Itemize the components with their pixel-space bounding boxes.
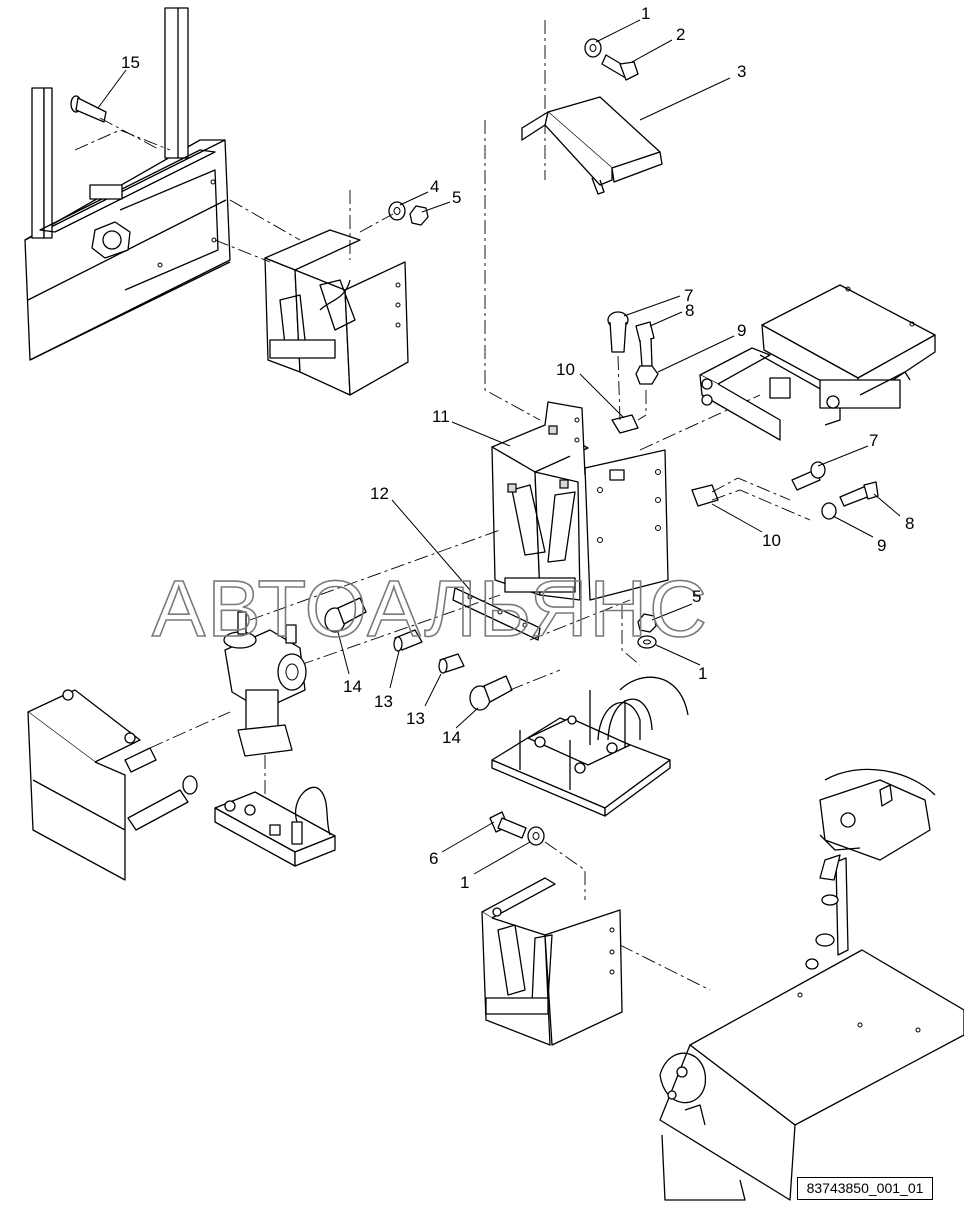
callout-label: 9 bbox=[737, 321, 746, 340]
callout-label: 9 bbox=[877, 536, 886, 555]
callout-label: 12 bbox=[370, 484, 389, 503]
washer-1-top bbox=[584, 38, 602, 58]
seat-support-column bbox=[805, 768, 936, 970]
upper-frame-assembly bbox=[24, 7, 231, 361]
callout-label: 2 bbox=[676, 25, 685, 44]
washer-9-right bbox=[821, 502, 837, 520]
plate-12 bbox=[452, 587, 541, 641]
drawing-reference-number: 83743850_001_01 bbox=[797, 1177, 933, 1200]
callout-label: 6 bbox=[429, 849, 438, 868]
bolt-14-upper bbox=[324, 597, 367, 633]
callout-label: 10 bbox=[556, 360, 575, 379]
callout-label: 1 bbox=[698, 664, 707, 683]
bolt-14-lower bbox=[469, 675, 513, 711]
callout-label: 1 bbox=[641, 4, 650, 23]
screw-7-right bbox=[791, 461, 826, 491]
bush-13-lower bbox=[438, 653, 465, 674]
washer-4 bbox=[388, 201, 406, 221]
callout-label: 11 bbox=[432, 407, 450, 426]
bush-13-upper bbox=[393, 629, 423, 652]
callout-label: 15 bbox=[121, 53, 140, 72]
screw-7-upper bbox=[607, 311, 629, 353]
valve-block bbox=[214, 786, 336, 867]
bolt-8-right bbox=[839, 481, 879, 507]
nut-5-center bbox=[637, 613, 657, 633]
callout-label: 10 bbox=[762, 531, 781, 550]
callout-label: 8 bbox=[905, 514, 914, 533]
nut-9-upper bbox=[635, 365, 659, 385]
callout-label: 5 bbox=[692, 587, 701, 606]
callout-leaders bbox=[97, 19, 901, 875]
washer-1-lower bbox=[527, 826, 545, 846]
callout-label: 13 bbox=[406, 709, 425, 728]
callout-label: 4 bbox=[430, 177, 439, 196]
bolt-15 bbox=[70, 95, 107, 123]
mounting-plate-with-hoses bbox=[491, 676, 689, 817]
control-box-assembly bbox=[699, 284, 936, 441]
callout-label: 5 bbox=[452, 188, 461, 207]
bolt-6 bbox=[489, 811, 527, 839]
callout-label: 14 bbox=[442, 728, 461, 747]
callout-label: 8 bbox=[685, 301, 694, 320]
callout-label: 3 bbox=[737, 62, 746, 81]
main-bracket-11 bbox=[491, 401, 669, 601]
valve-assembly bbox=[223, 611, 307, 757]
bolt-8-upper bbox=[635, 321, 655, 367]
upper-bracket-assembly bbox=[264, 229, 409, 396]
callout-label: 7 bbox=[869, 431, 878, 450]
callout-labels: 1 2 3 4 5 7 8 9 10 11 12 5 1 7 10 9 8 14… bbox=[121, 4, 914, 892]
nut-5 bbox=[409, 205, 429, 226]
machine-body-lower-right bbox=[659, 949, 964, 1201]
side-cover-left bbox=[27, 689, 157, 881]
cylinder-rod bbox=[127, 775, 198, 831]
callout-label: 7 bbox=[684, 286, 693, 305]
washer-1-center bbox=[637, 635, 657, 649]
bolt-2 bbox=[601, 54, 639, 81]
callout-label: 1 bbox=[460, 873, 469, 892]
callout-label: 14 bbox=[343, 677, 362, 696]
clip-10-right bbox=[691, 484, 719, 507]
clip-10-upper bbox=[611, 414, 639, 434]
lower-bracket-assembly bbox=[481, 877, 623, 1046]
watermark-text: АВТОАЛЬЯНС bbox=[152, 564, 709, 653]
cover-plate-3 bbox=[521, 96, 663, 195]
callout-label: 13 bbox=[374, 692, 393, 711]
